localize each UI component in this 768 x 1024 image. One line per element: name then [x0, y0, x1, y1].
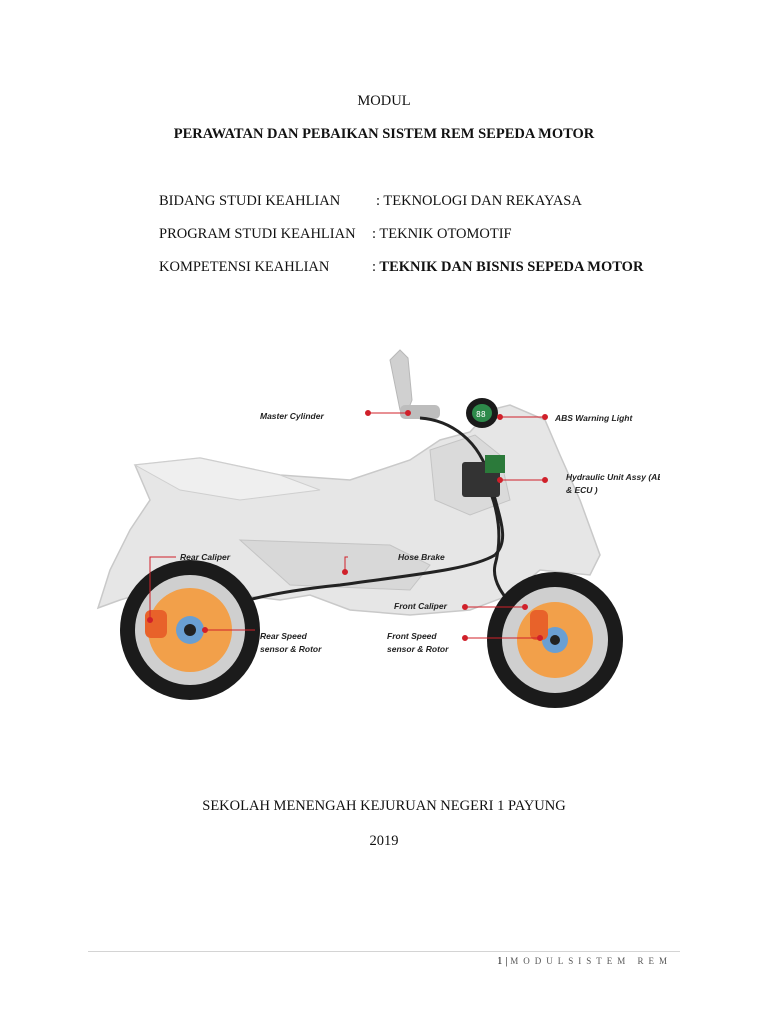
label-front-speed-2: sensor & Rotor — [387, 644, 449, 654]
label-rear-caliper: Rear Caliper — [180, 552, 231, 562]
label-abs-warning-light: ABS Warning Light — [554, 413, 633, 423]
label-hydraulic-unit-2: & ECU ) — [566, 485, 598, 495]
info-label-kompetensi: KOMPETENSI KEAHLIAN — [159, 259, 330, 275]
hydraulic-unit — [462, 455, 505, 497]
info-value-bidang: : TEKNOLOGI DAN REKAYASA — [376, 193, 582, 209]
year: 2019 — [369, 833, 399, 849]
page-footer: 1 | MODULSISTEM REM — [0, 955, 672, 967]
rear-wheel — [120, 560, 260, 700]
label-front-speed-1: Front Speed — [387, 631, 437, 641]
motorcycle-brake-diagram: 88 Master Cylinder ABS Warning Light Hyd… — [96, 349, 660, 708]
label-master-cylinder: Master Cylinder — [260, 411, 324, 421]
front-wheel — [487, 572, 623, 708]
footer-divider — [88, 951, 680, 952]
label-hydraulic-unit-1: Hydraulic Unit Assy (ABS — [566, 472, 660, 482]
svg-text:88: 88 — [476, 410, 486, 419]
info-value-kompetensi-text: TEKNIK DAN BISNIS SEPEDA MOTOR — [376, 259, 644, 275]
info-value-program: : TEKNIK OTOMOTIF — [372, 226, 512, 242]
info-label-program: PROGRAM STUDI KEAHLIAN — [159, 226, 356, 242]
document-subtitle: PERAWATAN DAN PEBAIKAN SISTEM REM SEPEDA… — [173, 126, 595, 142]
callout-lines — [147, 410, 548, 641]
label-rear-speed-1: Rear Speed — [260, 631, 308, 641]
footer-module-name: MODULSISTEM REM — [510, 956, 672, 966]
label-rear-speed-2: sensor & Rotor — [260, 644, 322, 654]
label-front-caliper: Front Caliper — [394, 601, 448, 611]
info-value-kompetensi: : TEKNIK DAN BISNIS SEPEDA MOTOR — [372, 259, 643, 276]
footer-separator: | — [505, 955, 508, 967]
page-number: 1 — [497, 955, 503, 967]
document-title: MODUL — [357, 93, 411, 109]
label-hose-brake: Hose Brake — [398, 552, 445, 562]
info-label-bidang: BIDANG STUDI KEAHLIAN — [159, 193, 341, 209]
info-colon: : — [372, 259, 377, 275]
school-name: SEKOLAH MENENGAH KEJURUAN NEGERI 1 PAYUN… — [202, 798, 566, 814]
dashboard-gauge: 88 — [466, 398, 498, 428]
